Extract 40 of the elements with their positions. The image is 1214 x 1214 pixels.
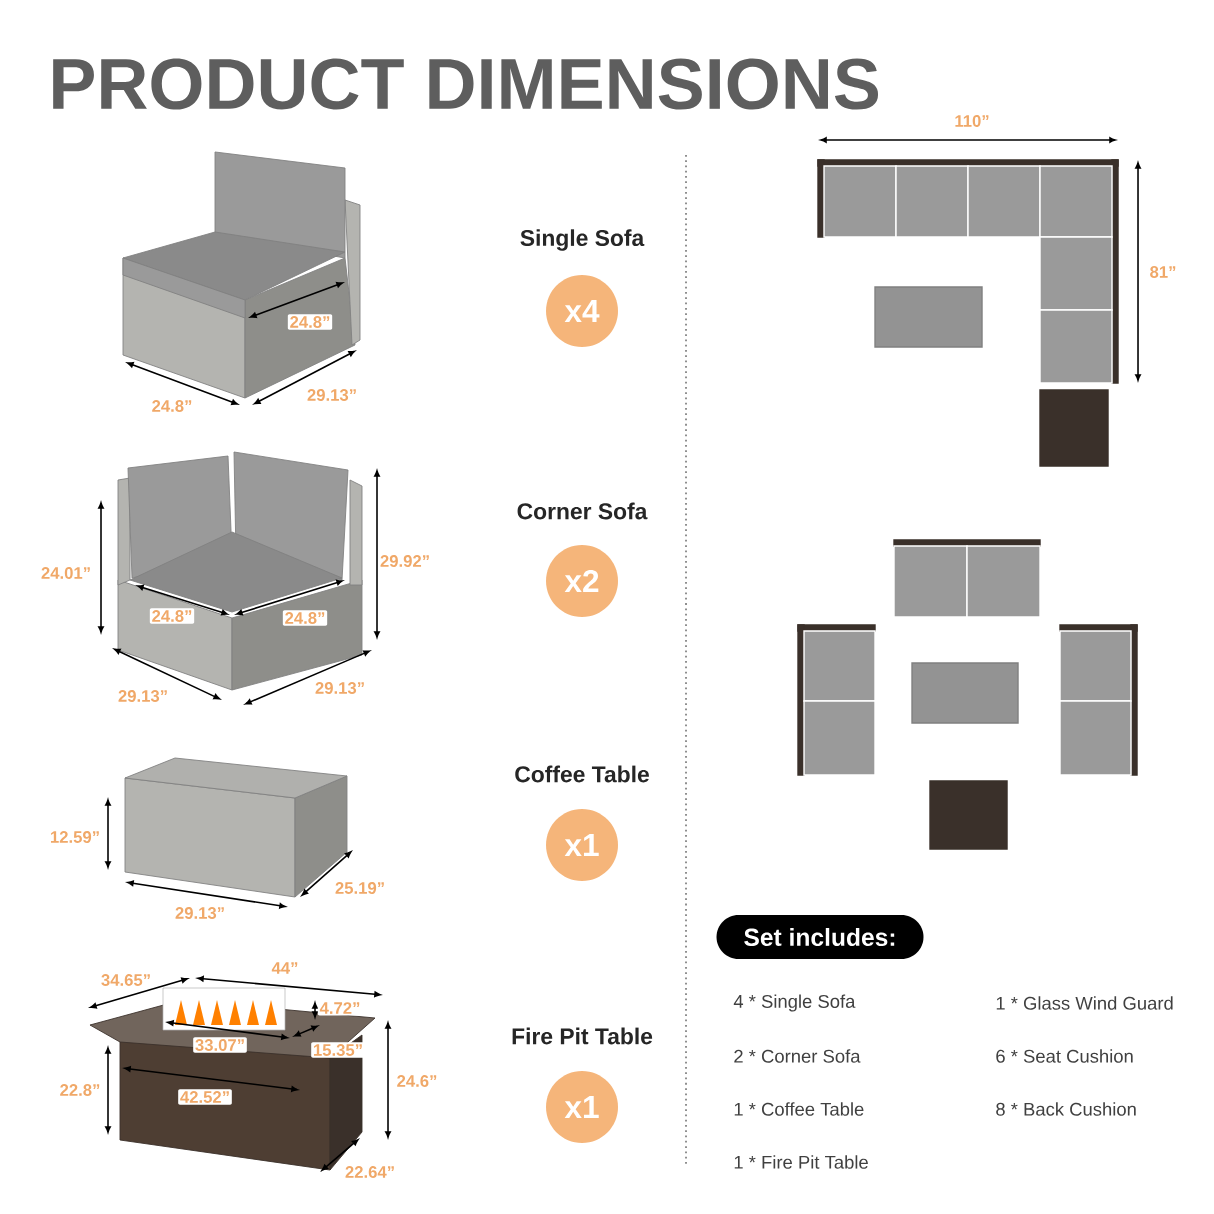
dimension-label: 34.65” — [99, 972, 153, 988]
dimension-label: 42.52” — [178, 1089, 232, 1105]
dimension-label: 33.07” — [193, 1037, 247, 1053]
dimension-label: 81” — [1147, 264, 1179, 280]
dimension-label: 4.72” — [317, 1000, 363, 1016]
dimension-label: 22.8” — [57, 1082, 103, 1098]
list-item: 8 * Back Cushion — [996, 1102, 1136, 1116]
heading-pill: Set includes: — [716, 915, 924, 959]
list-item: 4 * Single Sofa — [733, 994, 856, 1012]
product-name: Fire Pit Table — [512, 1027, 653, 1045]
dimension-label: 24.8” — [149, 608, 195, 624]
product-name: Coffee Table — [515, 765, 649, 783]
dimension-label: 24.8” — [287, 314, 333, 330]
count-badge: x2 — [546, 545, 618, 617]
count-badge: x4 — [546, 275, 618, 347]
dimension-label: 24.8” — [282, 610, 328, 626]
dimension-label: 44” — [269, 960, 301, 976]
list-item: 1 * Glass Wind Guard — [996, 996, 1173, 1010]
dimension-label: 110” — [952, 113, 992, 129]
dimension-label: 29.13” — [313, 680, 367, 696]
dimension-label: 15.35” — [311, 1042, 365, 1058]
dimension-label: 24.8” — [149, 398, 195, 414]
count-badge: x1 — [546, 809, 618, 881]
title: PRODUCT DIMENSIONS — [53, 58, 879, 110]
product-name: Single Sofa — [520, 229, 645, 251]
dimension-label: 22.64” — [343, 1164, 397, 1180]
list-item: 1 * Coffee Table — [734, 1102, 864, 1116]
product-name: Corner Sofa — [517, 502, 648, 520]
dimension-label: 24.6” — [394, 1073, 440, 1089]
count-badge: x1 — [546, 1071, 618, 1143]
dimension-label: 24.01” — [39, 565, 93, 581]
dimension-label: 25.19” — [333, 880, 387, 896]
list-item: 2 * Corner Sofa — [734, 1049, 861, 1063]
dimension-label: 29.92” — [378, 553, 432, 569]
list-item: 1 * Fire Pit Table — [734, 1155, 868, 1169]
dimension-label: 29.13” — [305, 387, 359, 403]
dimension-label: 29.13” — [173, 905, 227, 921]
dimension-label: 12.59” — [48, 829, 102, 845]
list-item: 6 * Seat Cushion — [996, 1049, 1133, 1063]
dimension-label: 29.13” — [116, 688, 170, 704]
